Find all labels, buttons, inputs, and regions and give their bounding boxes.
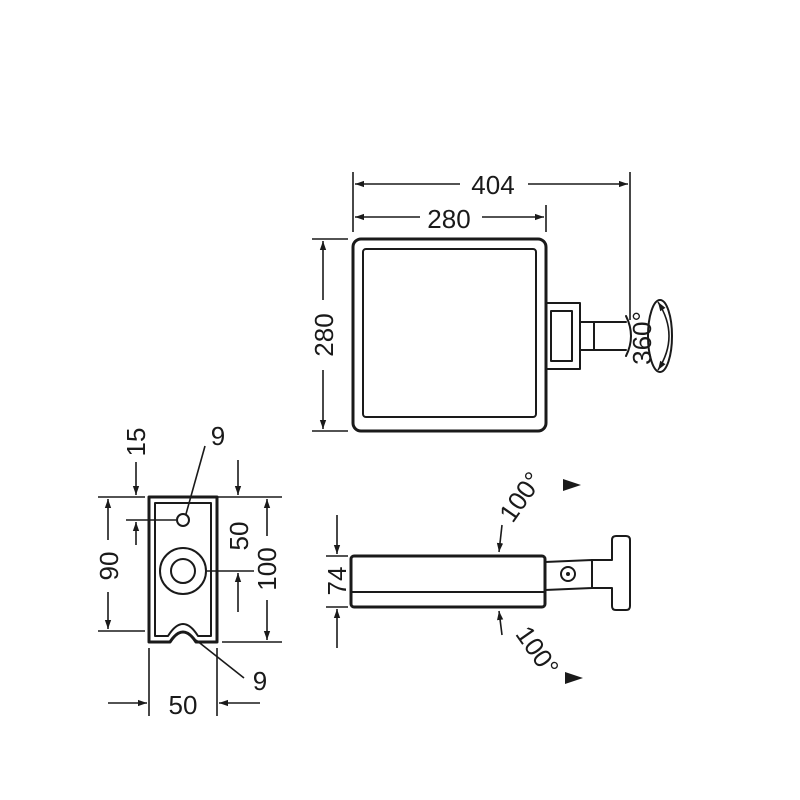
slot-9-bottom-label: 9 bbox=[253, 666, 267, 696]
arm-hub bbox=[625, 315, 632, 357]
angle-bottom-arrow bbox=[496, 610, 504, 636]
side-panel bbox=[349, 554, 547, 609]
side-arm bbox=[544, 559, 593, 591]
side-pivot bbox=[560, 566, 576, 582]
side-pivot-center bbox=[566, 572, 570, 576]
angle-bottom-pointer bbox=[565, 672, 583, 684]
plate-top-hole bbox=[176, 513, 190, 527]
angle-top-label: 100° bbox=[493, 466, 548, 527]
dim-280w-label: 280 bbox=[427, 204, 470, 234]
arm-rod bbox=[579, 321, 627, 351]
dim-90-label: 90 bbox=[94, 552, 124, 581]
dim-404-label: 404 bbox=[471, 170, 514, 200]
dim-74-label: 74 bbox=[322, 567, 352, 596]
top-view: 360° 404 280 280 bbox=[309, 170, 673, 433]
plate-outer bbox=[147, 495, 219, 644]
dim-100-label: 100 bbox=[252, 547, 282, 590]
arm-bracket bbox=[545, 302, 581, 370]
wall-disc bbox=[647, 299, 673, 373]
side-view: 100° 100° 74 bbox=[322, 466, 631, 684]
arm-bracket-inner bbox=[550, 310, 573, 362]
panel-inner bbox=[362, 248, 537, 418]
angle-top-arrow bbox=[496, 524, 504, 553]
rotation-label: 360° bbox=[627, 311, 657, 365]
plate-view: 15 9 90 50 100 9 50 bbox=[94, 421, 282, 720]
angle-top-pointer bbox=[563, 479, 581, 491]
rotation-arrow bbox=[657, 301, 670, 371]
plate-inner bbox=[154, 502, 212, 637]
leader-9-bottom bbox=[195, 639, 245, 679]
dim-50v-label: 50 bbox=[224, 522, 254, 551]
leader-9-top bbox=[185, 445, 206, 515]
hole-9-top-label: 9 bbox=[211, 421, 225, 451]
angle-bottom-label: 100° bbox=[510, 620, 565, 681]
dim-15-label: 15 bbox=[121, 428, 151, 457]
dim-280h-label: 280 bbox=[309, 313, 339, 356]
side-mount bbox=[591, 535, 631, 611]
plate-center-outer bbox=[159, 547, 207, 595]
dim-50w-label: 50 bbox=[169, 690, 198, 720]
plate-center-inner bbox=[170, 558, 196, 584]
panel-outer bbox=[351, 237, 548, 433]
